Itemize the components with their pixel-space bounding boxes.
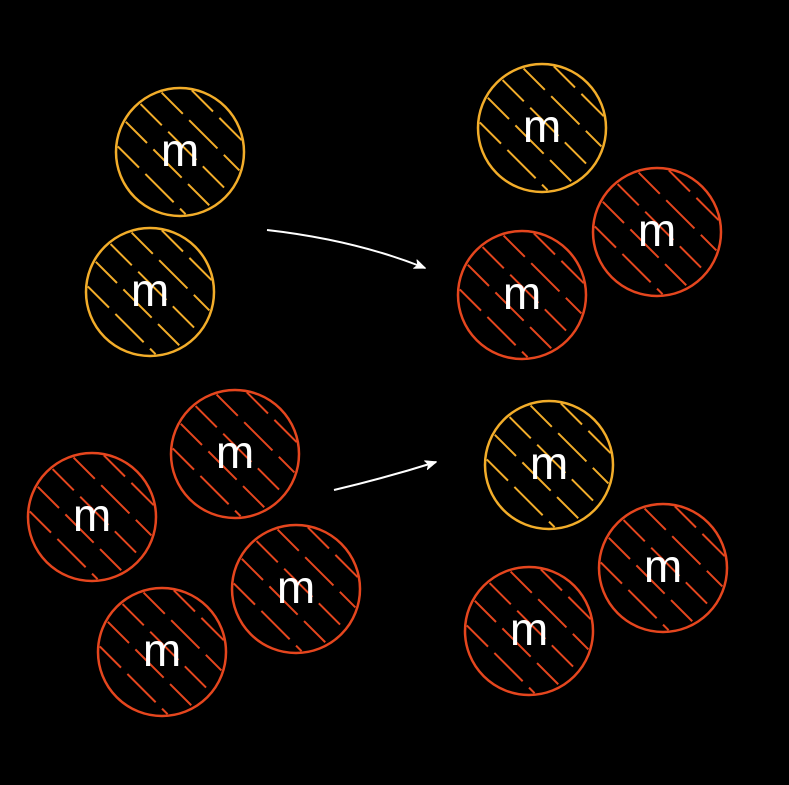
ball-hatch [466,568,592,694]
ball-label: m [530,437,568,489]
ball-red: m [96,586,228,718]
ball-label: m [510,603,548,655]
ball-label: m [73,489,111,541]
ball-outline [456,229,588,361]
ball-red: m [26,451,158,583]
ball-label: m [638,204,676,256]
ball-yellow: m [483,399,615,531]
ball-outline [476,62,608,194]
ball-hatch [172,391,298,517]
ball-outline [84,226,216,358]
ball-outline [114,86,246,218]
ball-hatch [99,589,225,715]
ball-label: m [644,540,682,592]
arrow-bottom [333,462,436,491]
ball-outline [230,523,362,655]
ball-red: m [456,229,588,361]
ball-red: m [463,565,595,697]
ball-hatch [486,402,612,528]
arrows-layer [266,229,436,491]
ball-hatch [233,526,359,652]
ball-hatch [29,454,155,580]
ball-label: m [503,267,541,319]
ball-hatch [594,169,720,295]
arrow-top [266,229,425,269]
ball-hatch [459,232,585,358]
ball-outline [26,451,158,583]
bottom-left-group: m m m m [26,388,362,718]
ball-yellow: m [84,226,216,358]
ball-red: m [597,502,729,634]
ball-red: m [169,388,301,520]
ball-red: m [591,166,723,298]
ball-yellow: m [476,62,608,194]
ball-outline [591,166,723,298]
ball-outline [463,565,595,697]
ball-yellow: m [114,86,246,218]
ball-outline [169,388,301,520]
ball-label: m [131,264,169,316]
ball-outline [96,586,228,718]
ball-hatch [117,89,243,215]
ball-hatch [600,505,726,631]
ball-label: m [143,624,181,676]
ball-label: m [161,124,199,176]
top-left-group: mm [84,86,246,358]
ball-red: m [230,523,362,655]
ball-outline [483,399,615,531]
top-right-group: m m m [456,62,723,361]
bottom-right-group: m m m [463,399,729,697]
ball-outline [597,502,729,634]
ball-label: m [523,100,561,152]
ball-label: m [216,426,254,478]
ball-hatch [87,229,213,355]
ball-hatch [479,65,605,191]
ball-label: m [277,561,315,613]
